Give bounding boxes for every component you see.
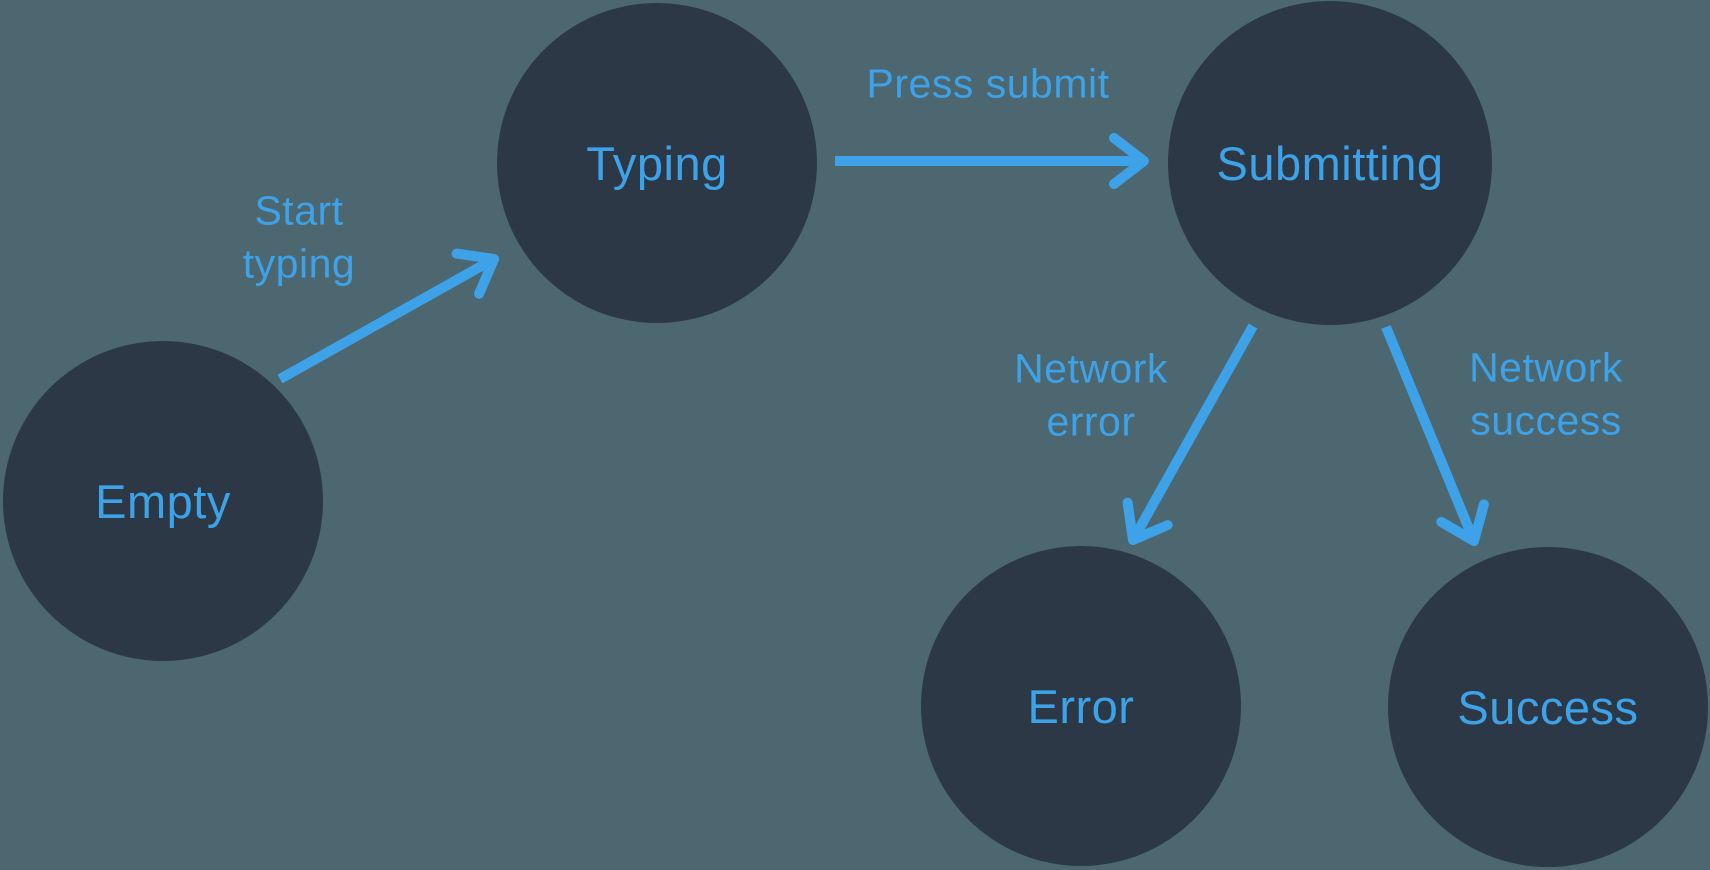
state-node-empty: Empty <box>3 341 323 661</box>
transition-label-network-error: Network error <box>1014 345 1168 445</box>
state-label-empty: Empty <box>95 474 231 528</box>
state-label-success: Success <box>1457 680 1639 734</box>
state-node-typing: Typing <box>497 3 817 323</box>
state-label-submitting: Submitting <box>1216 136 1444 190</box>
state-label-typing: Typing <box>586 136 728 190</box>
state-node-error: Error <box>921 546 1241 866</box>
state-node-success: Success <box>1388 547 1708 867</box>
transition-arrow-network-success <box>1381 325 1489 546</box>
transition-label-start-typing: Start typing <box>242 187 356 287</box>
transition-label-network-success: Network success <box>1469 344 1623 444</box>
transition-label-press-submit: Press submit <box>866 60 1110 107</box>
state-label-error: Error <box>1027 679 1135 733</box>
transition-arrow-start-typing <box>277 248 499 384</box>
state-node-submitting: Submitting <box>1168 1 1492 325</box>
transition-arrow-network-error <box>1122 323 1258 545</box>
